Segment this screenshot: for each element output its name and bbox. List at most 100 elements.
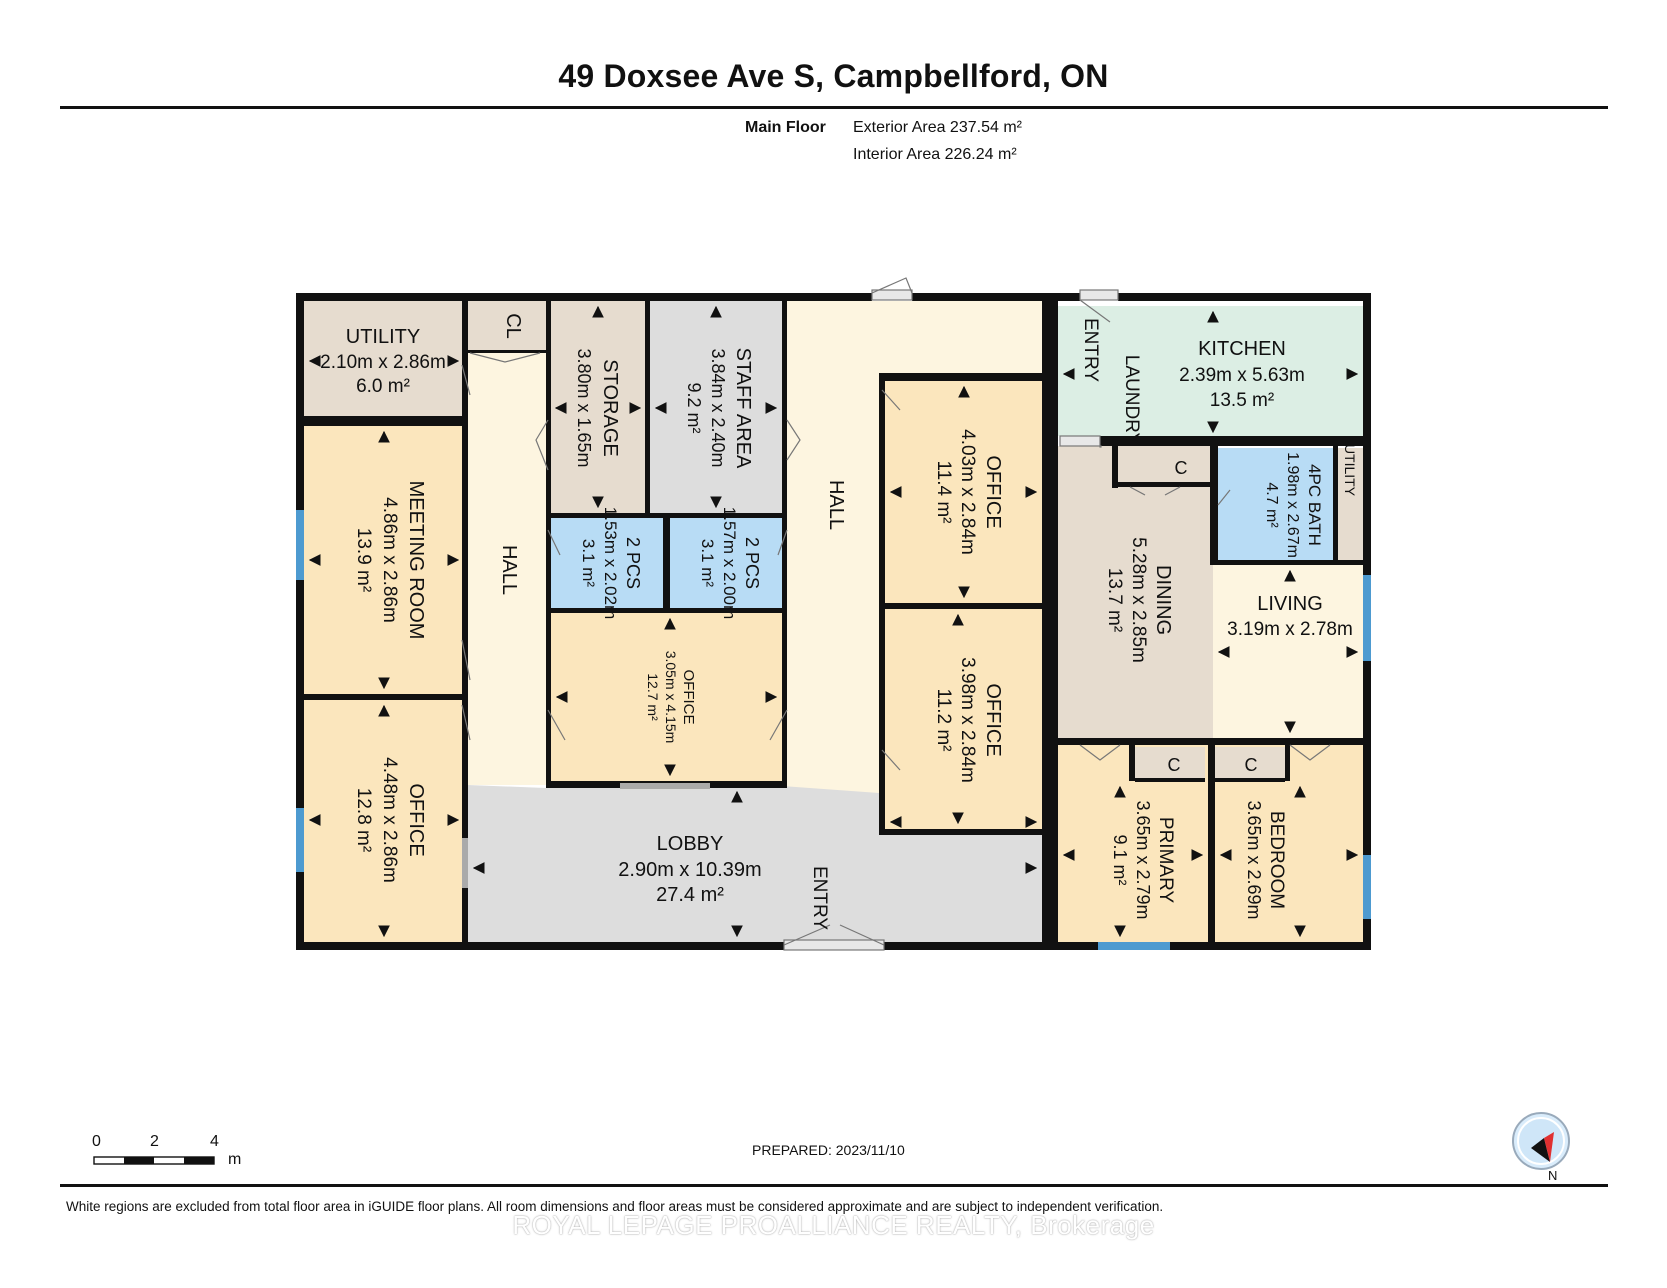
lobby-left-opening bbox=[462, 838, 468, 888]
fill-closet3 bbox=[1215, 747, 1285, 779]
dims-primary: 3.65m x 2.79m bbox=[1133, 800, 1153, 919]
window-meeting bbox=[296, 510, 304, 580]
door-staff bbox=[786, 419, 801, 461]
plan-title: 49 Doxsee Ave S, Campbellford, ON bbox=[558, 58, 1109, 94]
door-top-hall-swing bbox=[871, 277, 913, 294]
door-top-hall bbox=[871, 289, 913, 301]
fill-cl bbox=[468, 301, 546, 353]
door-res-top bbox=[1079, 289, 1119, 301]
label-bath: 4PC BATH bbox=[1305, 464, 1324, 546]
fill-utility-small bbox=[1338, 448, 1363, 560]
fill-hall-center bbox=[786, 301, 1042, 373]
wall-outer-top-mid bbox=[912, 293, 1080, 301]
wall-hall-left-side bbox=[462, 301, 468, 942]
footer-rule bbox=[60, 1184, 1608, 1187]
area-pcs2: 3.1 m² bbox=[698, 539, 717, 588]
wall-bath-right bbox=[1333, 446, 1338, 560]
wall-kitchen-bottom bbox=[1100, 436, 1371, 446]
scale-bar-seg-1 bbox=[124, 1157, 154, 1164]
wall-outer-bottom-far-right bbox=[1170, 942, 1371, 950]
wall-closet1-left bbox=[1112, 446, 1118, 488]
door-meeting bbox=[461, 639, 471, 681]
wall-outer-bottom-right bbox=[884, 942, 1098, 950]
dims-office-ne: 4.03m x 2.84m bbox=[957, 429, 978, 555]
fill-pcs1 bbox=[551, 518, 663, 608]
area-utility: 6.0 m² bbox=[356, 376, 410, 397]
wall-pcs-left bbox=[546, 518, 551, 788]
scale-label-2: 2 bbox=[150, 1133, 159, 1150]
compass-icon bbox=[1512, 1112, 1570, 1170]
wall-storage-bottom bbox=[546, 513, 787, 518]
fill-hall-left bbox=[468, 353, 546, 785]
dims-office-sw: 4.48m x 2.86m bbox=[379, 757, 400, 883]
door-utility bbox=[461, 364, 471, 396]
dims-utility: 2.10m x 2.86m bbox=[320, 352, 446, 373]
wall-bath-bottom bbox=[1210, 560, 1371, 565]
wall-living-bottom bbox=[1058, 738, 1371, 745]
fill-closet1 bbox=[1118, 448, 1210, 482]
label-office-sw: OFFICE bbox=[405, 783, 427, 856]
door-primary bbox=[1079, 744, 1121, 761]
label-dining: DINING bbox=[1152, 565, 1174, 635]
wall-res-left bbox=[1042, 301, 1058, 950]
room-labels: UTILITY 2.10m x 2.86m 6.0 m² CL STORAGE … bbox=[320, 313, 1358, 930]
dims-bath: 1.98m x 2.67m bbox=[1284, 452, 1301, 558]
dims-meeting: 4.86m x 2.86m bbox=[379, 497, 400, 623]
title-rule bbox=[60, 106, 1608, 109]
wall-outer-left bbox=[296, 293, 304, 950]
scale-bar bbox=[93, 1156, 215, 1165]
wall-office-ne-left bbox=[879, 373, 885, 835]
door-pcs2 bbox=[777, 529, 788, 556]
door-bedroom bbox=[1289, 744, 1331, 761]
wall-staff-right bbox=[782, 301, 787, 513]
wall-meeting-bottom bbox=[304, 694, 464, 700]
label-entry-res: ENTRY bbox=[1080, 318, 1101, 382]
area-lobby: 27.4 m² bbox=[656, 884, 724, 906]
window-bedroom bbox=[1363, 855, 1371, 919]
dims-office-center: 3.05m x 4.15m bbox=[663, 651, 679, 744]
area-kitchen: 13.5 m² bbox=[1210, 390, 1274, 411]
door-office-sw bbox=[461, 704, 471, 741]
exterior-area: Exterior Area 237.54 m² bbox=[853, 119, 1022, 136]
wall-bath-left bbox=[1210, 446, 1218, 565]
dims-dining: 5.28m x 2.85m bbox=[1128, 537, 1149, 663]
wall-pcs-bottom bbox=[546, 608, 787, 613]
wall-closet3-bottom bbox=[1215, 778, 1285, 782]
label-office-se: OFFICE bbox=[982, 683, 1004, 756]
window-office-sw bbox=[296, 808, 304, 872]
doors bbox=[461, 277, 1331, 951]
fill-bath bbox=[1218, 448, 1333, 560]
label-closet2: C bbox=[1168, 755, 1181, 775]
wall-office-mid bbox=[885, 603, 1042, 609]
label-staff: STAFF AREA bbox=[732, 348, 754, 469]
scale-bar-seg-2 bbox=[184, 1157, 214, 1164]
scale-label-unit: m bbox=[228, 1151, 242, 1168]
wall-pcs-mid bbox=[663, 518, 670, 608]
label-entry-lobby: ENTRY bbox=[809, 866, 830, 930]
fill-living bbox=[1213, 565, 1363, 738]
wall-storage-left bbox=[546, 301, 551, 513]
door-entry-bottom-swing bbox=[783, 924, 885, 946]
door-living-res bbox=[1059, 435, 1101, 447]
door-bath bbox=[1217, 489, 1231, 506]
label-laundry: LAUNDRY bbox=[1121, 355, 1142, 446]
dims-lobby: 2.90m x 10.39m bbox=[618, 859, 761, 881]
dims-storage: 3.80m x 1.65m bbox=[574, 348, 594, 467]
floor-name: Main Floor bbox=[745, 119, 826, 136]
fill-pcs2 bbox=[670, 518, 782, 608]
label-closet3: C bbox=[1245, 755, 1258, 775]
windows bbox=[296, 510, 1371, 950]
wall-cl-bottom bbox=[468, 350, 546, 353]
dims-staff: 3.84m x 2.40m bbox=[708, 348, 728, 467]
brokerage-watermark: ROYAL LEPAGE PROALLIANCE REALTY, Brokera… bbox=[512, 1210, 1155, 1240]
label-closet1: C bbox=[1175, 458, 1188, 478]
area-office-ne: 11.4 m² bbox=[933, 460, 954, 523]
lobby-wall-opening bbox=[620, 783, 710, 789]
wall-utility-bottom bbox=[304, 416, 464, 426]
wall-outer-bottom-left bbox=[296, 942, 784, 950]
wall-closet1-bottom bbox=[1118, 482, 1210, 487]
scale-label-4: 4 bbox=[210, 1133, 219, 1150]
wall-outer-top-left bbox=[296, 293, 872, 301]
door-pcs1 bbox=[547, 529, 561, 556]
